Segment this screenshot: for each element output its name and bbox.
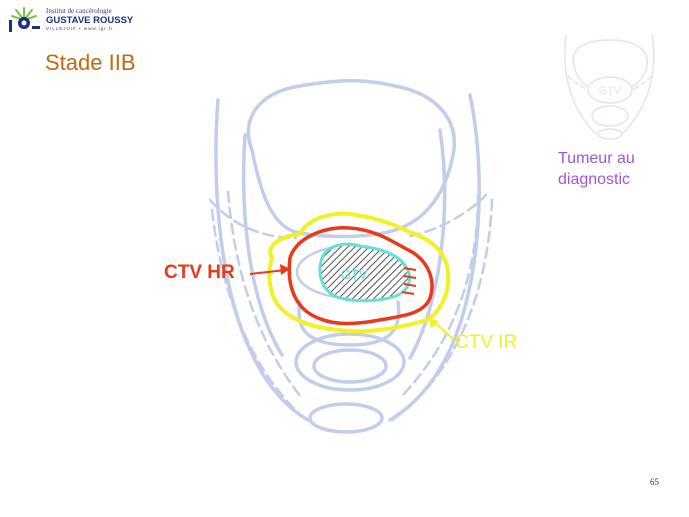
gtv-label: GTV [341, 267, 368, 282]
inset-caption-line1: Tumeur au [558, 150, 635, 167]
logo-line-address: VILLEJUIF • www.igr.fr [46, 26, 114, 31]
rectum-lumen-outline [312, 348, 388, 384]
inset-diagnosis-diagram: GTV [564, 33, 655, 140]
ctv-hr-arrow [249, 264, 290, 275]
inset-caption: Tumeur au diagnostic [558, 148, 635, 190]
inset-caption-line2: diagnostic [558, 171, 631, 188]
inset-gtv-label: GTV [599, 85, 622, 97]
page-number: 65 [650, 477, 659, 487]
rectum-outline [294, 332, 406, 392]
dashed-contours [208, 190, 494, 422]
ctv-hr-contour [287, 226, 434, 326]
ctv-hr-extension-marks [401, 267, 417, 295]
logo-emblem-icon [9, 7, 40, 32]
logo-line-institut: Institut de cancérologie [46, 7, 112, 15]
logo-line-name: GUSTAVE ROUSSY [46, 15, 134, 26]
ctv-hr-label: CTV HR [164, 262, 235, 283]
bladder-outline [246, 79, 456, 239]
sacrum-outline [308, 402, 384, 434]
ctv-ir-label: CTV IR [455, 332, 518, 353]
ctv-ir-arrow [429, 317, 455, 341]
ctv-ir-contour [267, 211, 451, 334]
gtv-tumour [318, 242, 412, 303]
slide-title: Stade IIB [45, 50, 136, 75]
institution-logo: Institut de cancérologie GUSTAVE ROUSSY … [6, 6, 166, 34]
